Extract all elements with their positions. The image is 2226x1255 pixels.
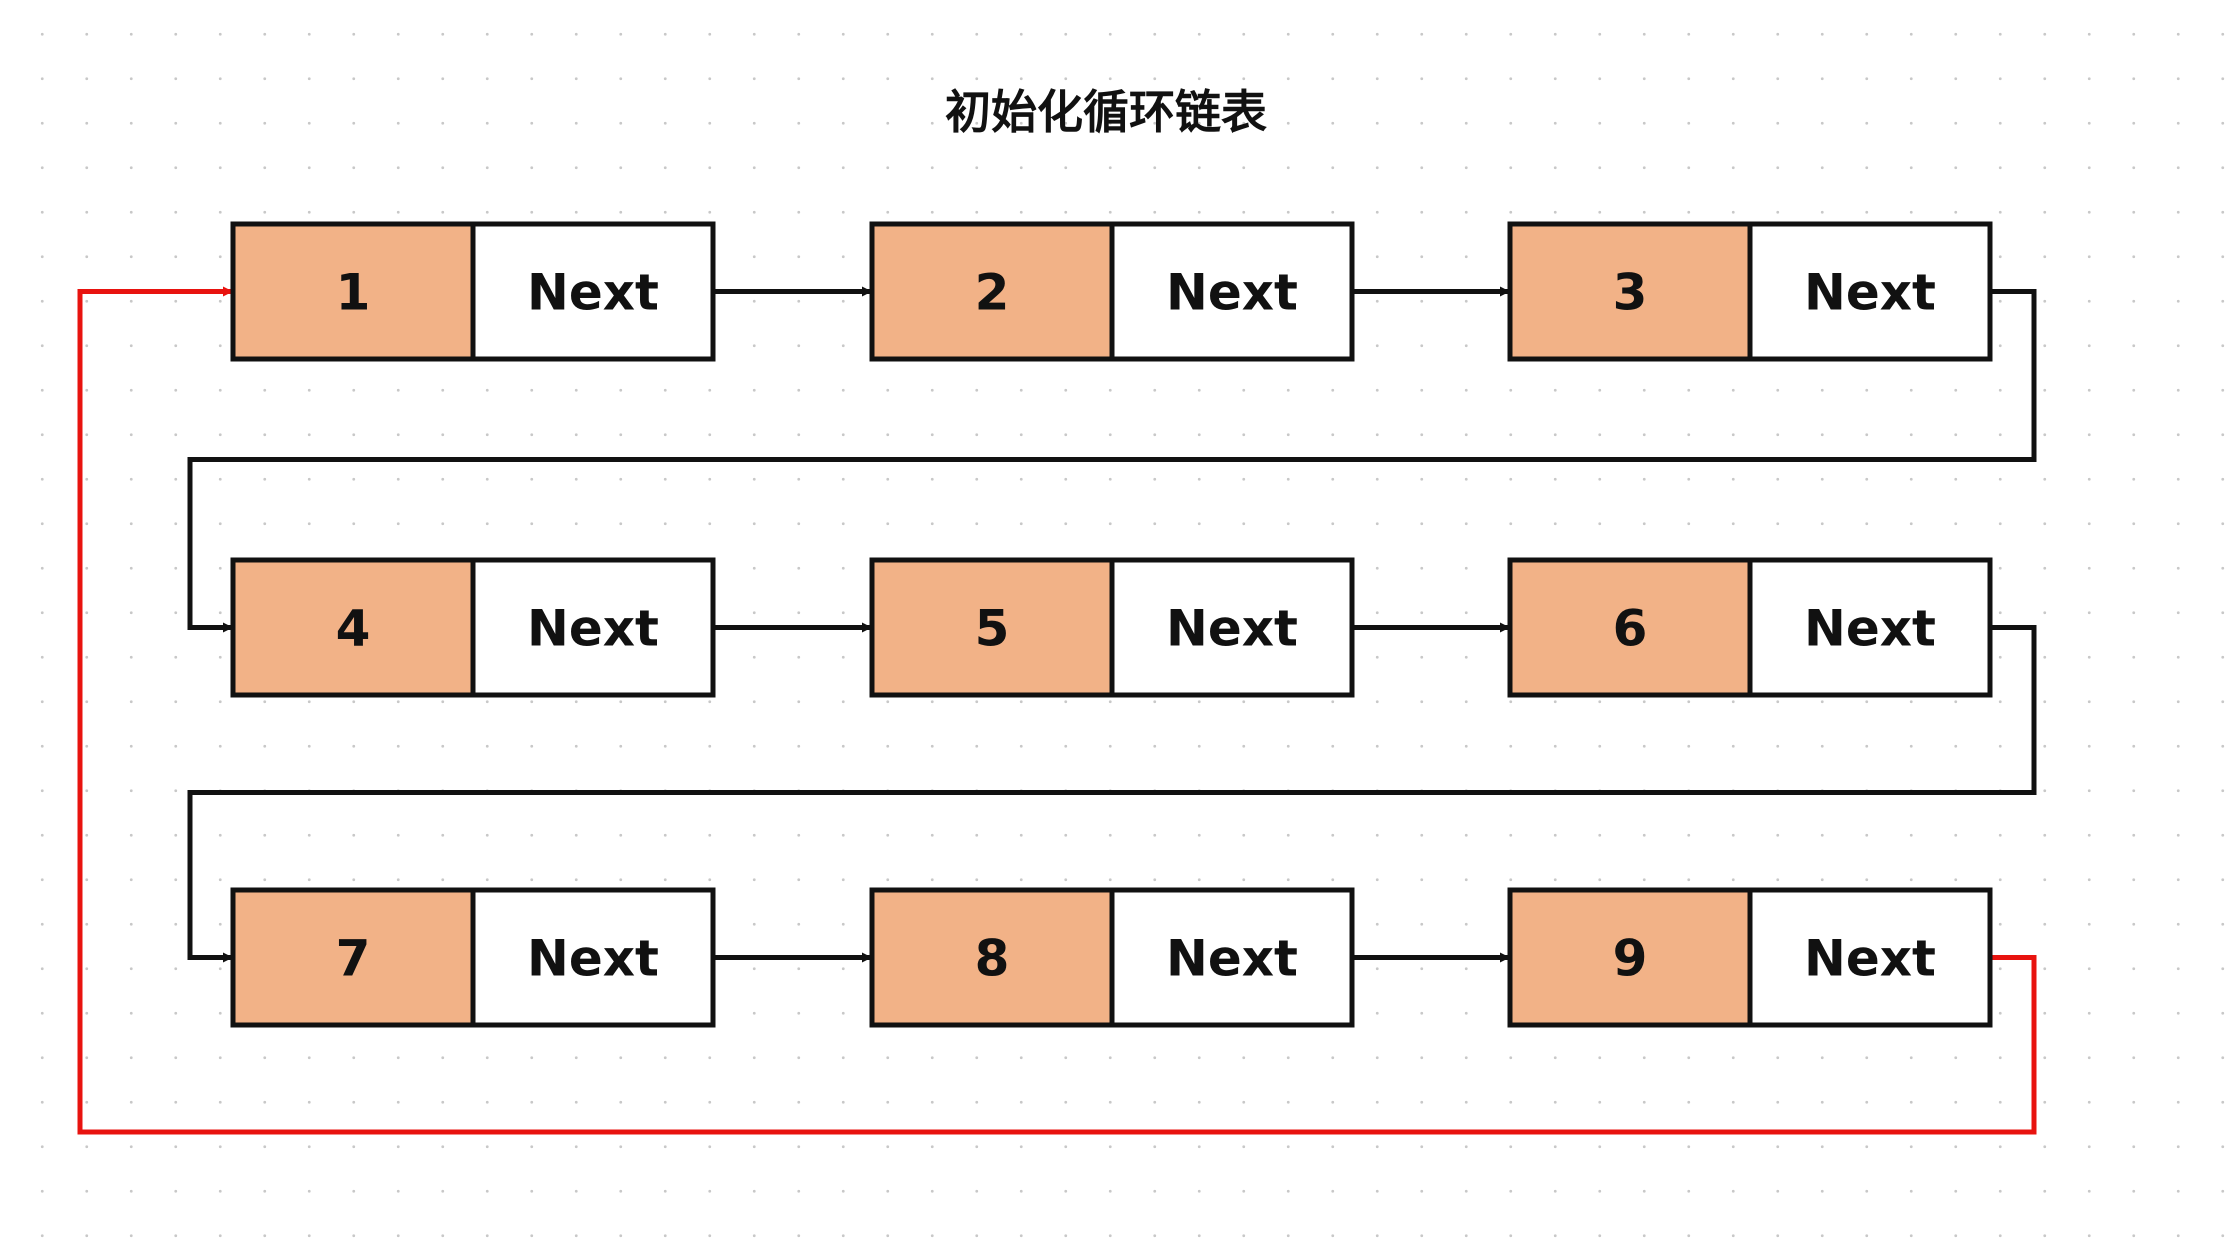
node-next-cell [1747,887,1993,1028]
node-next-label: Next [1804,264,1936,322]
node-value: 3 [1613,264,1648,322]
node-next-cell [1109,221,1355,362]
node-data-cell [1507,887,1753,1028]
node-data-cell [869,557,1115,698]
node-next-cell [470,557,716,698]
node-next-cell [470,221,716,362]
list-node-6: 6 Next [1507,557,1993,698]
node-data-cell [230,887,476,1028]
list-node-5: 5 Next [869,557,1355,698]
node-next-label: Next [1166,264,1298,322]
node-next-cell [1109,887,1355,1028]
list-node-8: 8 Next [869,887,1355,1028]
node-next-cell [1747,557,1993,698]
node-value: 5 [975,600,1010,658]
links-layer [77,286,2037,1135]
node-next-label: Next [527,930,659,988]
node-data-cell [230,557,476,698]
link-arrow-3-4 [187,289,2037,633]
node-next-label: Next [527,264,659,322]
node-next-label: Next [1804,600,1936,658]
list-node-1: 1 Next [230,221,716,362]
node-data-cell [1507,557,1753,698]
list-node-3: 3 Next [1507,221,1993,362]
list-node-9: 9 Next [1507,887,1993,1028]
node-value: 8 [975,930,1010,988]
node-next-cell [1747,221,1993,362]
node-value: 1 [336,264,371,322]
list-node-2: 2 Next [869,221,1355,362]
node-value: 9 [1613,930,1648,988]
node-next-label: Next [1804,930,1936,988]
node-value: 6 [1613,600,1648,658]
node-next-cell [470,887,716,1028]
node-data-cell [869,221,1115,362]
diagram-title: 初始化循环链表 [945,85,1267,139]
link-arrow-6-7 [187,625,2037,963]
node-value: 2 [975,264,1010,322]
node-value: 4 [336,600,371,658]
node-value: 7 [336,930,371,988]
node-data-cell [1507,221,1753,362]
node-next-label: Next [1166,930,1298,988]
node-data-cell [869,887,1115,1028]
list-node-7: 7 Next [230,887,716,1028]
node-next-label: Next [527,600,659,658]
list-node-4: 4 Next [230,557,716,698]
node-next-label: Next [1166,600,1298,658]
loop-arrow-9-1 [77,286,2037,1135]
node-next-cell [1109,557,1355,698]
